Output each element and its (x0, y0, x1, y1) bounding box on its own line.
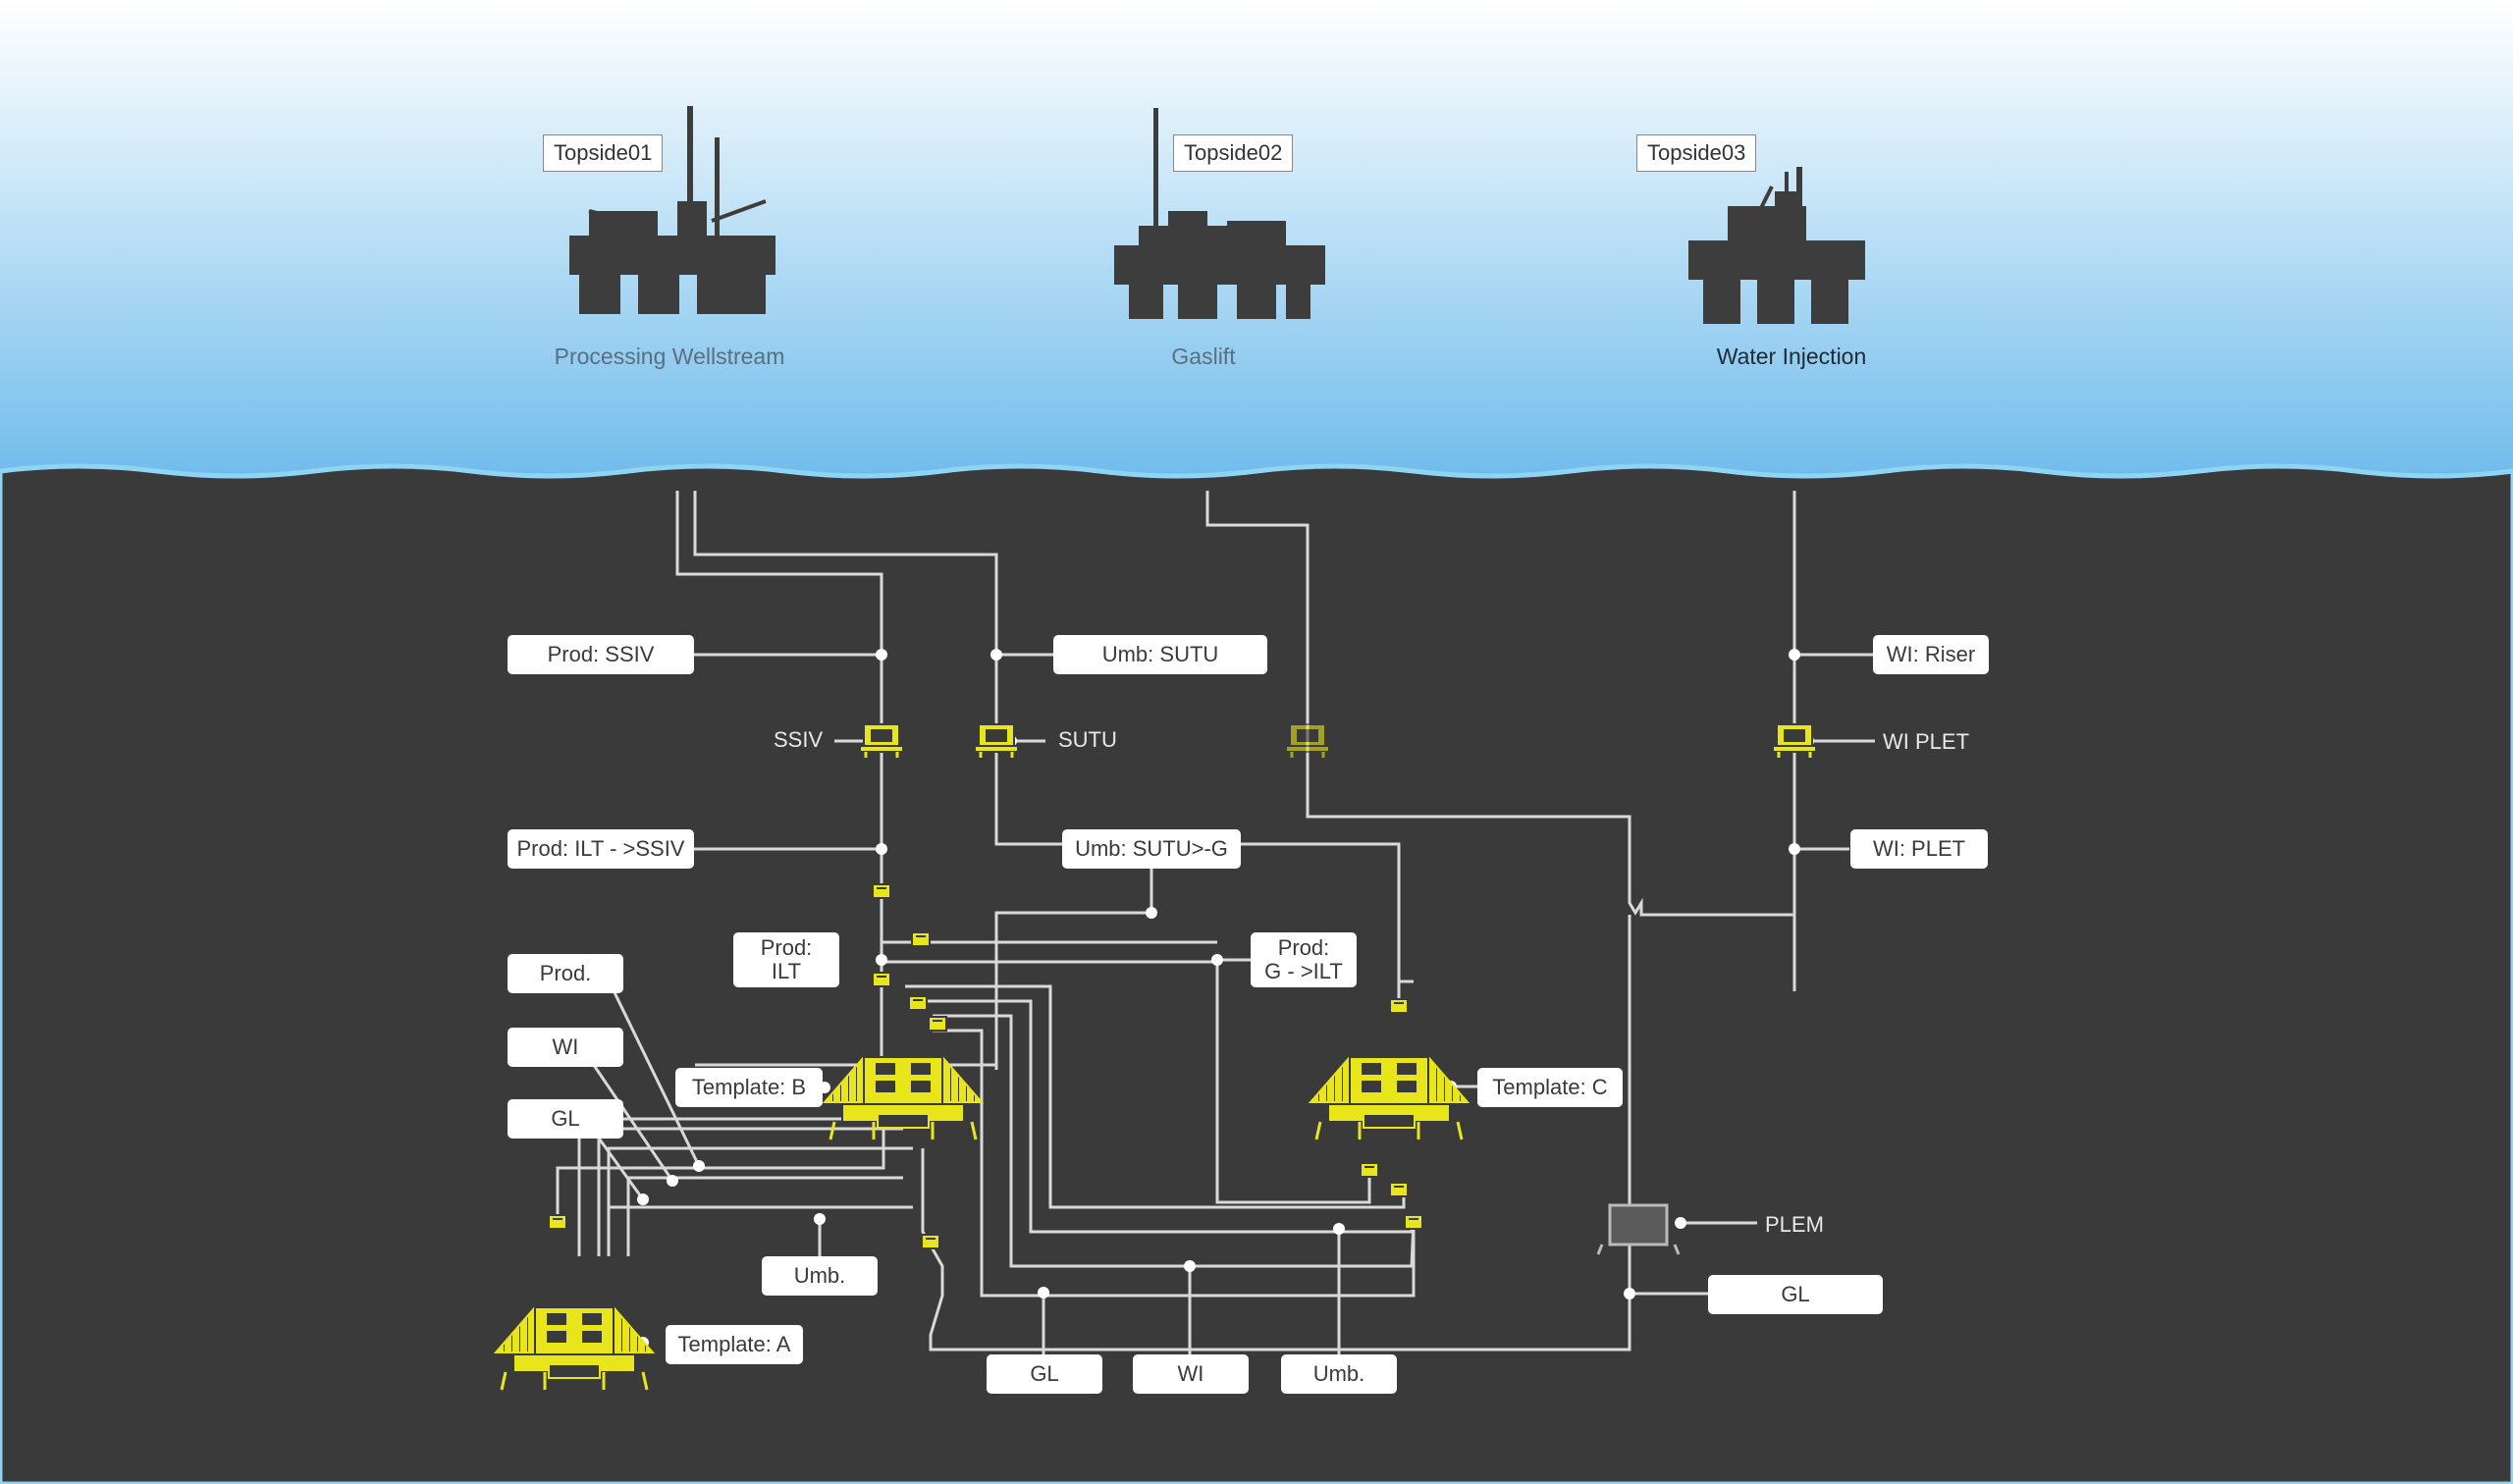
platform-topside03 (1688, 167, 1865, 324)
topside02-caption: Gaslift (1171, 344, 1236, 369)
label-ssiv: SSIV (774, 727, 824, 752)
label-wi-plet-node: WI PLET (1883, 729, 1970, 754)
label-umb-sutu-g: Umb: SUTU>-G (1062, 829, 1241, 869)
label-prod: Prod. (508, 954, 623, 993)
label-prod-ilt-ssiv: Prod: ILT - >SSIV (508, 829, 694, 869)
plem-structure (1596, 1203, 1681, 1255)
label-gl-right: GL (1708, 1275, 1883, 1314)
label-template-c: Template: C (1477, 1068, 1623, 1107)
label-template-b: Template: B (675, 1068, 823, 1107)
label-plem: PLEM (1765, 1212, 1824, 1237)
label-gl-left: GL (508, 1099, 623, 1139)
sutu-unit (973, 722, 1020, 760)
platform-topside02 (1114, 108, 1325, 319)
label-wi-bottom: WI (1133, 1354, 1249, 1394)
topside01-caption: Processing Wellstream (554, 344, 785, 369)
label-wi-left: WI (508, 1028, 623, 1067)
label-template-a: Template: A (666, 1325, 803, 1364)
label-prod-ssiv: Prod: SSIV (508, 635, 694, 674)
gaslift-unit-inactive (1284, 722, 1331, 760)
topside03-caption: Water Injection (1716, 344, 1867, 369)
label-wi-plet: WI: PLET (1850, 829, 1988, 869)
ssiv-unit (858, 722, 905, 760)
topside01-tag: Topside01 (543, 134, 664, 172)
label-prod-g-ilt: Prod: G - >ILT (1251, 932, 1357, 987)
topside03-tag: Topside03 (1636, 134, 1757, 172)
label-umb-bottom: Umb. (1281, 1354, 1397, 1394)
label-wi-riser: WI: Riser (1873, 635, 1989, 674)
platform-topside01 (569, 106, 775, 314)
label-umb-sutu: Umb: SUTU (1053, 635, 1267, 674)
label-prod-ilt: Prod: ILT (733, 932, 839, 987)
label-gl-bottom: GL (987, 1354, 1102, 1394)
topside02-tag: Topside02 (1173, 134, 1294, 172)
wi-plet-unit (1771, 722, 1818, 760)
label-sutu: SUTU (1058, 727, 1117, 752)
label-umb-mid: Umb. (762, 1256, 878, 1296)
